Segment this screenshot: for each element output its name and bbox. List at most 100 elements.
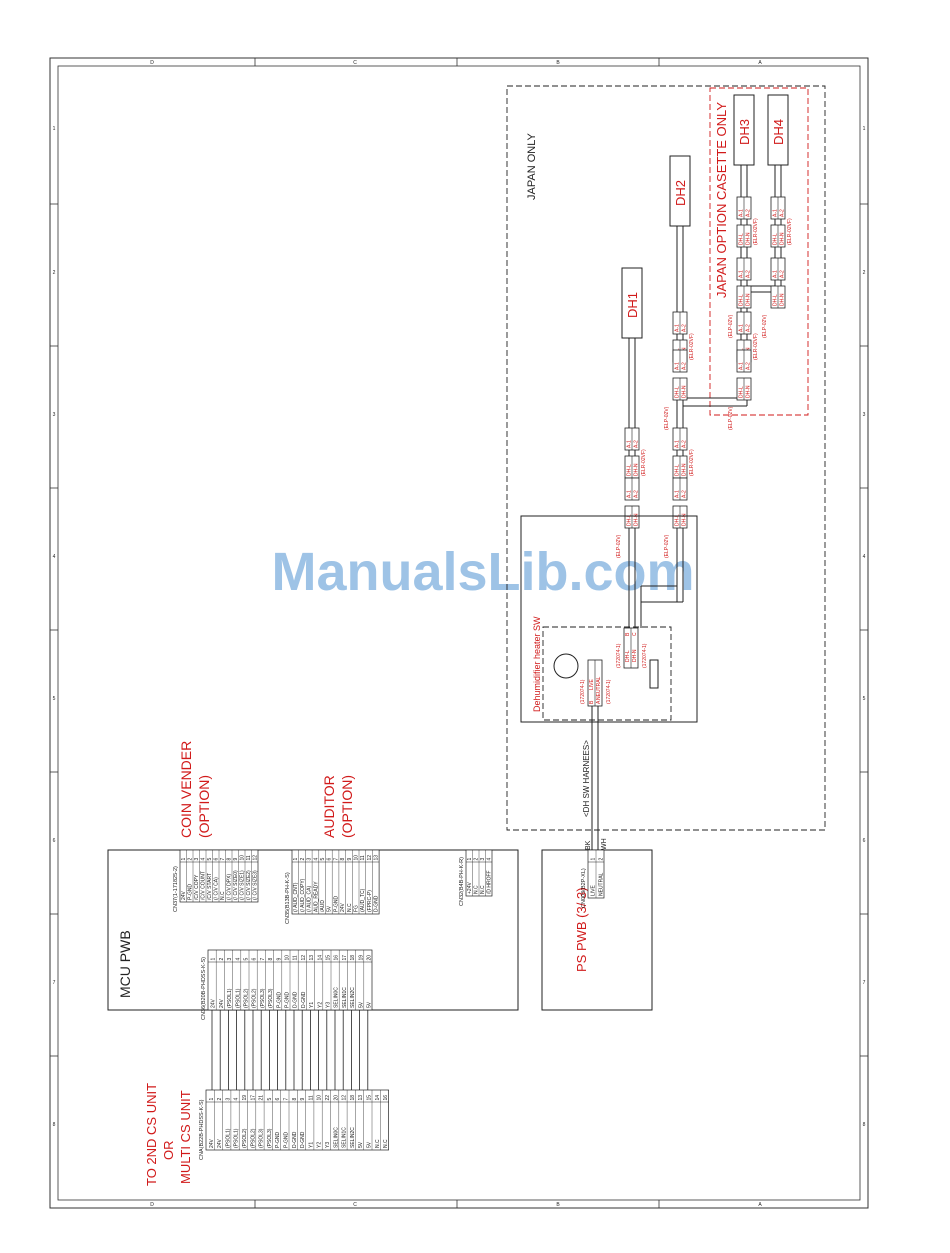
pin-a2-label: A-2 bbox=[780, 270, 786, 278]
pin-name: (/ C/V DPX) bbox=[227, 874, 233, 900]
pin-number: 8 bbox=[292, 1098, 298, 1101]
pin-name: +24V bbox=[467, 882, 473, 894]
pin-number: 1 bbox=[293, 858, 299, 861]
pin-a2-label: A-2 bbox=[746, 209, 752, 217]
pin-number: 5 bbox=[320, 858, 326, 861]
pin-a1-label: A-1 bbox=[739, 324, 745, 332]
pin-name: 5V bbox=[358, 1141, 364, 1148]
terminal-part-label: (172074-1) bbox=[642, 643, 648, 668]
elr-part-label: (ELR-02VF) bbox=[753, 218, 759, 245]
border-number-left: 8 bbox=[53, 1122, 56, 1128]
pin-name: (PSOL1) bbox=[227, 988, 233, 1008]
border-number-right: 4 bbox=[863, 554, 866, 560]
pin-name: N.C bbox=[220, 891, 226, 900]
pin-a2-label: A-2 bbox=[780, 209, 786, 217]
coin-vender-option: (OPTION) bbox=[196, 775, 212, 838]
pin-a1-label: A-1 bbox=[675, 490, 681, 498]
pin-number: 1 bbox=[591, 858, 597, 861]
pin-name: SELIN0C bbox=[334, 987, 340, 1008]
pin-number: 13 bbox=[358, 1095, 364, 1101]
border-letter-top: C bbox=[353, 60, 357, 66]
pin-name: NEUTRAL bbox=[599, 872, 605, 896]
pin-number: 7 bbox=[284, 1098, 290, 1101]
heater-dh3-label: DH3 bbox=[737, 119, 752, 145]
pin-name: SELIN1C bbox=[342, 987, 348, 1008]
pin-dh-l-label: DH-L bbox=[675, 386, 681, 398]
pin-dh-l-label: DH-L bbox=[675, 464, 681, 476]
cs-bus-wiring bbox=[211, 1010, 369, 1090]
pin-number: 11 bbox=[246, 855, 252, 860]
pin-dh-l-label: DH-L bbox=[627, 514, 633, 526]
pin-a1-label: A-1 bbox=[675, 324, 681, 332]
pin-number: 18 bbox=[350, 1095, 356, 1101]
japan-only-label: JAPAN ONLY bbox=[526, 133, 538, 200]
pin-name: (PSOL1) bbox=[235, 988, 241, 1008]
pin-number: 1 bbox=[209, 1098, 215, 1101]
pin-number: 2 bbox=[599, 858, 605, 861]
pin-name: SELIN2C bbox=[350, 1127, 356, 1148]
pin-number: 3 bbox=[480, 858, 486, 861]
pin-name: /AUD bbox=[320, 900, 326, 912]
pin-name: (PSOL2) bbox=[252, 988, 258, 1008]
elr-part-label: (ELR-02VF) bbox=[689, 333, 695, 360]
border-number-right: 2 bbox=[863, 270, 866, 276]
pin-a2-label: A-2 bbox=[682, 324, 688, 332]
pin-dh-n-label: DH-N bbox=[634, 513, 640, 526]
pin-number: 8 bbox=[340, 858, 346, 861]
pin-table: 1(/ AUD_CNT)2(/ AUD_COPY)3(/ AUD_CA)4AUD… bbox=[285, 849, 380, 924]
heater-dh4 bbox=[767, 94, 789, 166]
pin-table: 124V224V3(PSOL1)4(PSOL1)19(PSOL2)17(PSOL… bbox=[199, 1089, 389, 1160]
pin-name: LIVE bbox=[591, 884, 597, 896]
dh-sw-harness bbox=[591, 706, 599, 852]
border-letter-bottom: B bbox=[556, 1202, 560, 1208]
pin-name: SELIN2C bbox=[350, 987, 356, 1008]
wire-wh-label: WH bbox=[601, 838, 608, 850]
terminal-part-label: (172074-1) bbox=[616, 643, 622, 668]
pin-number: 11 bbox=[308, 1095, 314, 1100]
pin-name: Y2 bbox=[317, 1142, 323, 1148]
heater-dh1-label: DH1 bbox=[625, 292, 640, 318]
border-number-right: 3 bbox=[863, 412, 866, 418]
pin-number: 6 bbox=[214, 858, 220, 861]
pin-number: 10 bbox=[285, 955, 291, 961]
elp-part-label: (ELP-02V) bbox=[664, 534, 670, 558]
border-letter-bottom: C bbox=[353, 1202, 357, 1208]
pin-number: 9 bbox=[233, 858, 239, 861]
pin-dh-l-label: DH-L bbox=[675, 514, 681, 526]
pin-name: N.C bbox=[383, 1139, 389, 1148]
terminal-part-label: (172074-1) bbox=[580, 679, 586, 704]
border-number-left: 4 bbox=[53, 554, 56, 560]
pin-a2-label: A-2 bbox=[682, 362, 688, 370]
japan-option-region bbox=[709, 87, 809, 416]
pin-number: 12 bbox=[367, 855, 373, 861]
pin-name: /C/V START bbox=[207, 873, 213, 900]
pin-name: Y3 bbox=[326, 1002, 332, 1008]
pin-name: P-GND bbox=[285, 992, 291, 1009]
elr-part-label: (ELR-02VF) bbox=[641, 449, 647, 476]
border-number-right: 6 bbox=[863, 838, 866, 844]
pin-dh-n-label: DH-N bbox=[746, 385, 752, 398]
elp-part-label: (ELP-02V) bbox=[762, 314, 768, 338]
pin-name: P-GND bbox=[275, 1132, 281, 1149]
pin-number: 2 bbox=[217, 1098, 223, 1101]
terminal-c-id: C bbox=[632, 632, 638, 636]
connector-part-label: CN32(B4B-PH-K-R) bbox=[459, 857, 465, 906]
mcu-pwb-title: MCU PWB bbox=[117, 930, 133, 998]
pin-a2-label: A-2 bbox=[746, 362, 752, 370]
pin-name: 24V bbox=[181, 890, 187, 900]
pin-number: 1 bbox=[467, 858, 473, 861]
pin-dh-l-label: DH-L bbox=[773, 233, 779, 245]
pin-name: AUD_READY bbox=[313, 881, 319, 912]
pin-name: (AUD_TC) bbox=[360, 888, 366, 912]
pin-name: 5V bbox=[367, 1141, 373, 1148]
heater-dh3 bbox=[733, 94, 755, 166]
pin-number: 6 bbox=[275, 1098, 281, 1101]
elp-part-label: (ELP-02V) bbox=[728, 406, 734, 430]
border-number-left: 5 bbox=[53, 696, 56, 702]
